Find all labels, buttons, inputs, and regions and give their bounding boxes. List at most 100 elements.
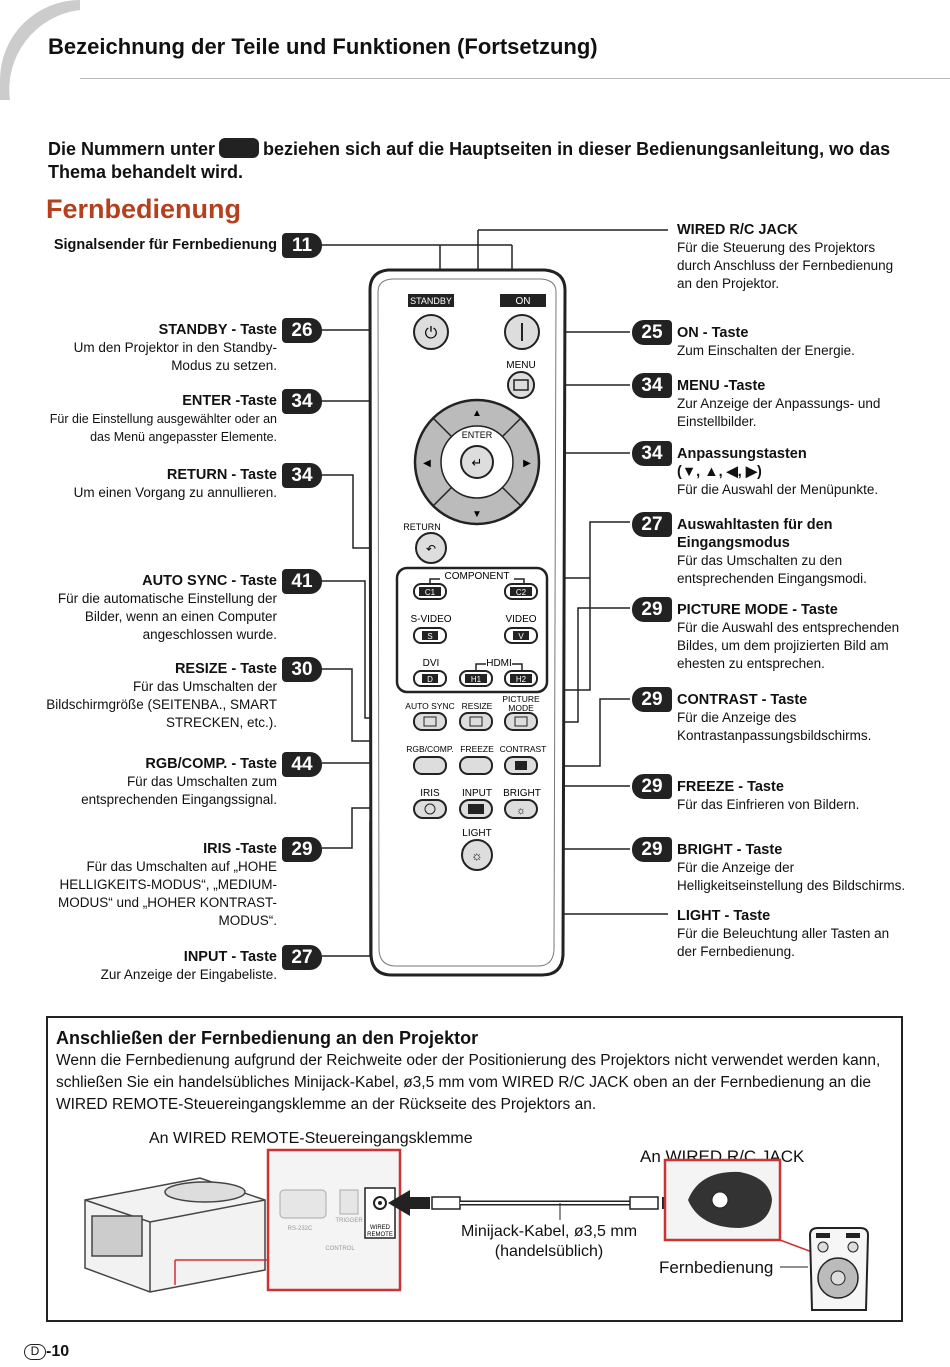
wired-label: WIRED bbox=[370, 1225, 391, 1231]
caption-cable: Minijack-Kabel, ø3,5 mm (handelsüblich) bbox=[450, 1222, 648, 1262]
page-ref-input-mode: 27 bbox=[632, 512, 672, 537]
label-desc: Zur Anzeige der Eingabeliste. bbox=[100, 967, 277, 982]
menu-icon bbox=[513, 379, 529, 391]
page-title: Bezeichnung der Teile und Funktionen (Fo… bbox=[48, 34, 598, 59]
page-ref-standby: 26 bbox=[282, 318, 322, 343]
control-label: CONTROL bbox=[325, 1246, 355, 1252]
footer-letter: D bbox=[24, 1344, 46, 1360]
iris-label: IRIS bbox=[420, 788, 440, 799]
menu-button bbox=[507, 371, 535, 399]
iris-button bbox=[413, 799, 447, 819]
trigger-port bbox=[339, 1189, 359, 1215]
dvi-label: DVI bbox=[423, 658, 440, 669]
trigger-label: TRIGGER bbox=[335, 1218, 363, 1224]
label-title: ON - Taste bbox=[677, 325, 749, 341]
page-ref-menu: 34 bbox=[632, 373, 672, 398]
label-desc: Für die automatische Einstellung der Bil… bbox=[57, 591, 277, 642]
component-label: COMPONENT bbox=[445, 571, 510, 582]
label-desc: Für das Umschalten der Bildschirmgröße (… bbox=[46, 679, 277, 730]
projector-illustration bbox=[84, 1177, 266, 1293]
label-title: Anpassungstasten (▼, ▲, ◀, ▶) bbox=[677, 446, 807, 480]
h2-label: H2 bbox=[516, 675, 527, 684]
label-title: RGB/COMP. - Taste bbox=[145, 756, 277, 772]
label-title: FREEZE - Taste bbox=[677, 779, 784, 795]
s-label: S bbox=[427, 632, 432, 641]
input-mode-group bbox=[395, 566, 549, 694]
resize-button bbox=[459, 712, 493, 731]
label-desc: Für das Einfrieren von Bildern. bbox=[677, 797, 860, 812]
return-icon: ↶ bbox=[426, 542, 436, 556]
label-title: RETURN - Taste bbox=[166, 467, 277, 483]
left-arrow-icon: ◀ bbox=[423, 458, 431, 469]
svideo-label: S-VIDEO bbox=[410, 614, 451, 625]
v-label: V bbox=[518, 632, 524, 641]
caption-remote: Fernbedienung bbox=[659, 1258, 774, 1277]
left-arrow-icon bbox=[388, 1190, 430, 1216]
page-ref-autosync: 41 bbox=[282, 569, 322, 594]
page-ref-iris: 29 bbox=[282, 837, 322, 862]
label-desc: Für das Umschalten zu den entsprechenden… bbox=[677, 553, 867, 586]
connection-info-box: Anschließen der Fernbedienung an den Pro… bbox=[46, 1016, 903, 1322]
page-ref-signal: 11 bbox=[282, 233, 322, 258]
remote-top-illustration bbox=[688, 1171, 772, 1228]
standby-label-bg bbox=[408, 294, 454, 307]
on-label-bg bbox=[500, 294, 546, 307]
label-desc: Für die Steuerung des Projektors durch A… bbox=[677, 240, 894, 291]
label-desc: Für die Auswahl des entsprechenden Bilde… bbox=[677, 620, 900, 671]
page-ref-bright: 29 bbox=[632, 837, 672, 862]
page-ref-picture: 29 bbox=[632, 597, 672, 622]
connection-illustration: RS-232C TRIGGER WIRED REMOTE CONTROL bbox=[84, 1148, 870, 1311]
rgbcomp-button bbox=[413, 756, 447, 775]
label-desc: Für die Beleuchtung aller Tasten an der … bbox=[677, 926, 890, 959]
bright-button bbox=[504, 799, 538, 819]
label-desc: Für die Einstellung ausgewählter oder an… bbox=[49, 412, 277, 444]
label-desc: Zur Anzeige der Anpassungs- und Einstell… bbox=[677, 396, 881, 429]
label-desc: Für die Anzeige der Helligkeitseinstellu… bbox=[677, 860, 906, 893]
page-number-box-icon bbox=[219, 138, 260, 158]
enter-label: ENTER bbox=[462, 430, 493, 440]
down-arrow-icon: ▼ bbox=[472, 509, 482, 520]
menu-label: MENU bbox=[506, 360, 535, 371]
label-title: CONTRAST - Taste bbox=[677, 692, 808, 708]
up-arrow-icon: ▲ bbox=[472, 408, 482, 419]
cable-line1: Minijack-Kabel, ø3,5 mm bbox=[460, 1223, 638, 1240]
intro-after: beziehen sich auf die Hauptseiten in die… bbox=[48, 139, 891, 182]
mode-label: MODE bbox=[508, 703, 534, 713]
page-ref-on: 25 bbox=[632, 320, 672, 345]
label-adjust-desc: Für die Auswahl der Menüpunkte. bbox=[677, 482, 879, 497]
hdmi-label: HDMI bbox=[486, 658, 512, 669]
intro-before: Die Nummern unter bbox=[48, 139, 216, 159]
remote-diagram: STANDBY ON ⏻ MENU ▲ ▼ ◀ ▶ ENTER ↵ RETURN… bbox=[322, 229, 668, 977]
enter-button bbox=[460, 445, 494, 479]
cable-line2: (handelsüblich) bbox=[494, 1243, 604, 1260]
box-text: Wenn die Fernbedienung aufgrund der Reic… bbox=[56, 1052, 881, 1113]
input-label: INPUT bbox=[462, 788, 492, 799]
power-icon: ⏻ bbox=[425, 325, 438, 342]
page-ref-contrast: 29 bbox=[632, 687, 672, 712]
page-ref-return: 34 bbox=[282, 463, 322, 488]
page-ref-adjust: 34 bbox=[632, 441, 672, 466]
remote-label: REMOTE bbox=[367, 1232, 393, 1238]
page-ref-rgbcomp: 44 bbox=[282, 752, 322, 777]
label-adjust: Anpassungstasten (▼, ▲, ◀, ▶) bbox=[677, 445, 827, 481]
label-title: ENTER -Taste bbox=[182, 393, 277, 409]
autosync-label: AUTO SYNC bbox=[405, 701, 454, 711]
return-label: RETURN bbox=[403, 522, 441, 532]
label-title: WIRED R/C JACK bbox=[677, 222, 798, 238]
header-divider bbox=[80, 78, 950, 79]
c2-label: C2 bbox=[516, 588, 527, 597]
page-ref-input: 27 bbox=[282, 945, 322, 970]
contrast-label: CONTRAST bbox=[500, 744, 547, 754]
resize-label: RESIZE bbox=[462, 701, 493, 711]
label-desc: Zum Einschalten der Energie. bbox=[677, 343, 855, 358]
label-desc: Um einen Vorgang zu annullieren. bbox=[73, 485, 277, 500]
label-title: Auswahltasten für den Eingangsmodus bbox=[677, 517, 833, 551]
